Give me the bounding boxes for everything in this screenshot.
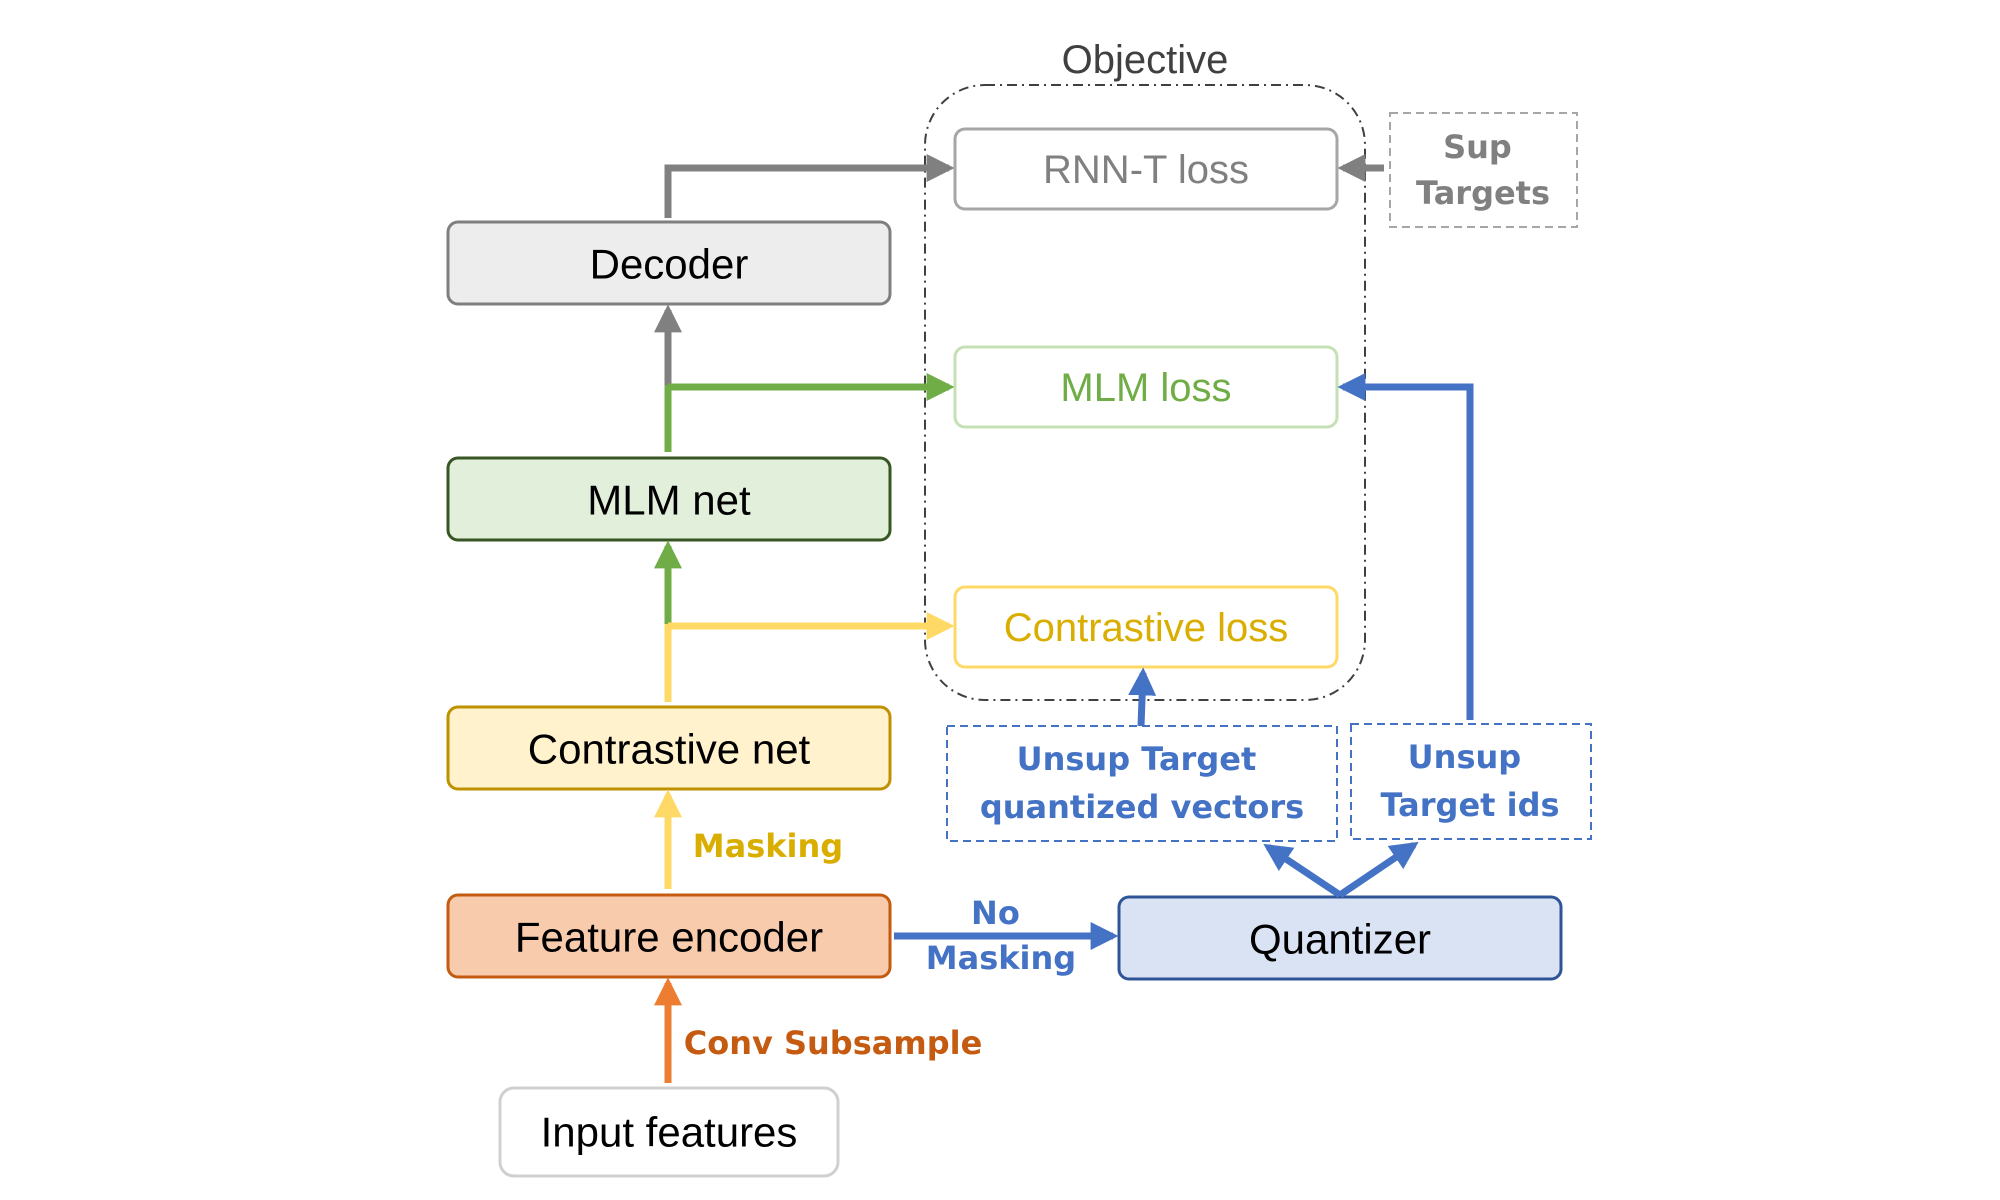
mlm-loss-label: MLM loss (1060, 366, 1231, 410)
input-features-label: Input features (541, 1109, 798, 1156)
unsup-vectors-label: Unsup Target quantized vectors (980, 740, 1304, 826)
contrastive-net-block (446, 705, 892, 791)
unsup-ids-label: Unsup Target ids (1380, 738, 1559, 824)
contrastive-loss-box (953, 585, 1339, 669)
unsup-vectors-to-contrastive-loss-arrow (1128, 667, 1157, 727)
conv-subsample-label: Conv Subsample (684, 1024, 983, 1062)
masking-label: Masking (693, 827, 843, 865)
contrastive-net-label: Contrastive net (528, 726, 811, 773)
feature-encoder-block (446, 893, 892, 979)
unsup-ids-box (1350, 723, 1592, 840)
input-features-block (498, 1086, 840, 1178)
objective-title: Objective (1062, 38, 1229, 82)
contrastive-loss-label: Contrastive loss (1004, 606, 1289, 650)
quantizer-to-unsup-vectors-arrow (1263, 843, 1342, 898)
decoder-to-rnnt-arrow (664, 154, 955, 218)
decoder-label: Decoder (590, 241, 749, 288)
quantizer-block (1117, 895, 1563, 981)
mlm-loss-box (953, 345, 1339, 429)
no-masking-label: No Masking (926, 894, 1076, 977)
feature-encoder-label: Feature encoder (515, 914, 823, 961)
mlm-net-label: MLM net (587, 477, 751, 524)
rnnt-loss-box (953, 127, 1339, 211)
quantizer-label: Quantizer (1249, 916, 1431, 963)
decoder-block (446, 220, 892, 306)
mlm-net-block (446, 456, 892, 542)
rnnt-loss-label: RNN-T loss (1043, 148, 1249, 192)
sup-targets-label: Sup Targets (1416, 128, 1550, 212)
unsup-ids-to-mlm-loss-arrow (1337, 373, 1474, 720)
sup-targets-box (1389, 112, 1578, 228)
quantizer-to-unsup-ids-arrow (1338, 841, 1419, 898)
unsup-vectors-box (946, 725, 1338, 842)
